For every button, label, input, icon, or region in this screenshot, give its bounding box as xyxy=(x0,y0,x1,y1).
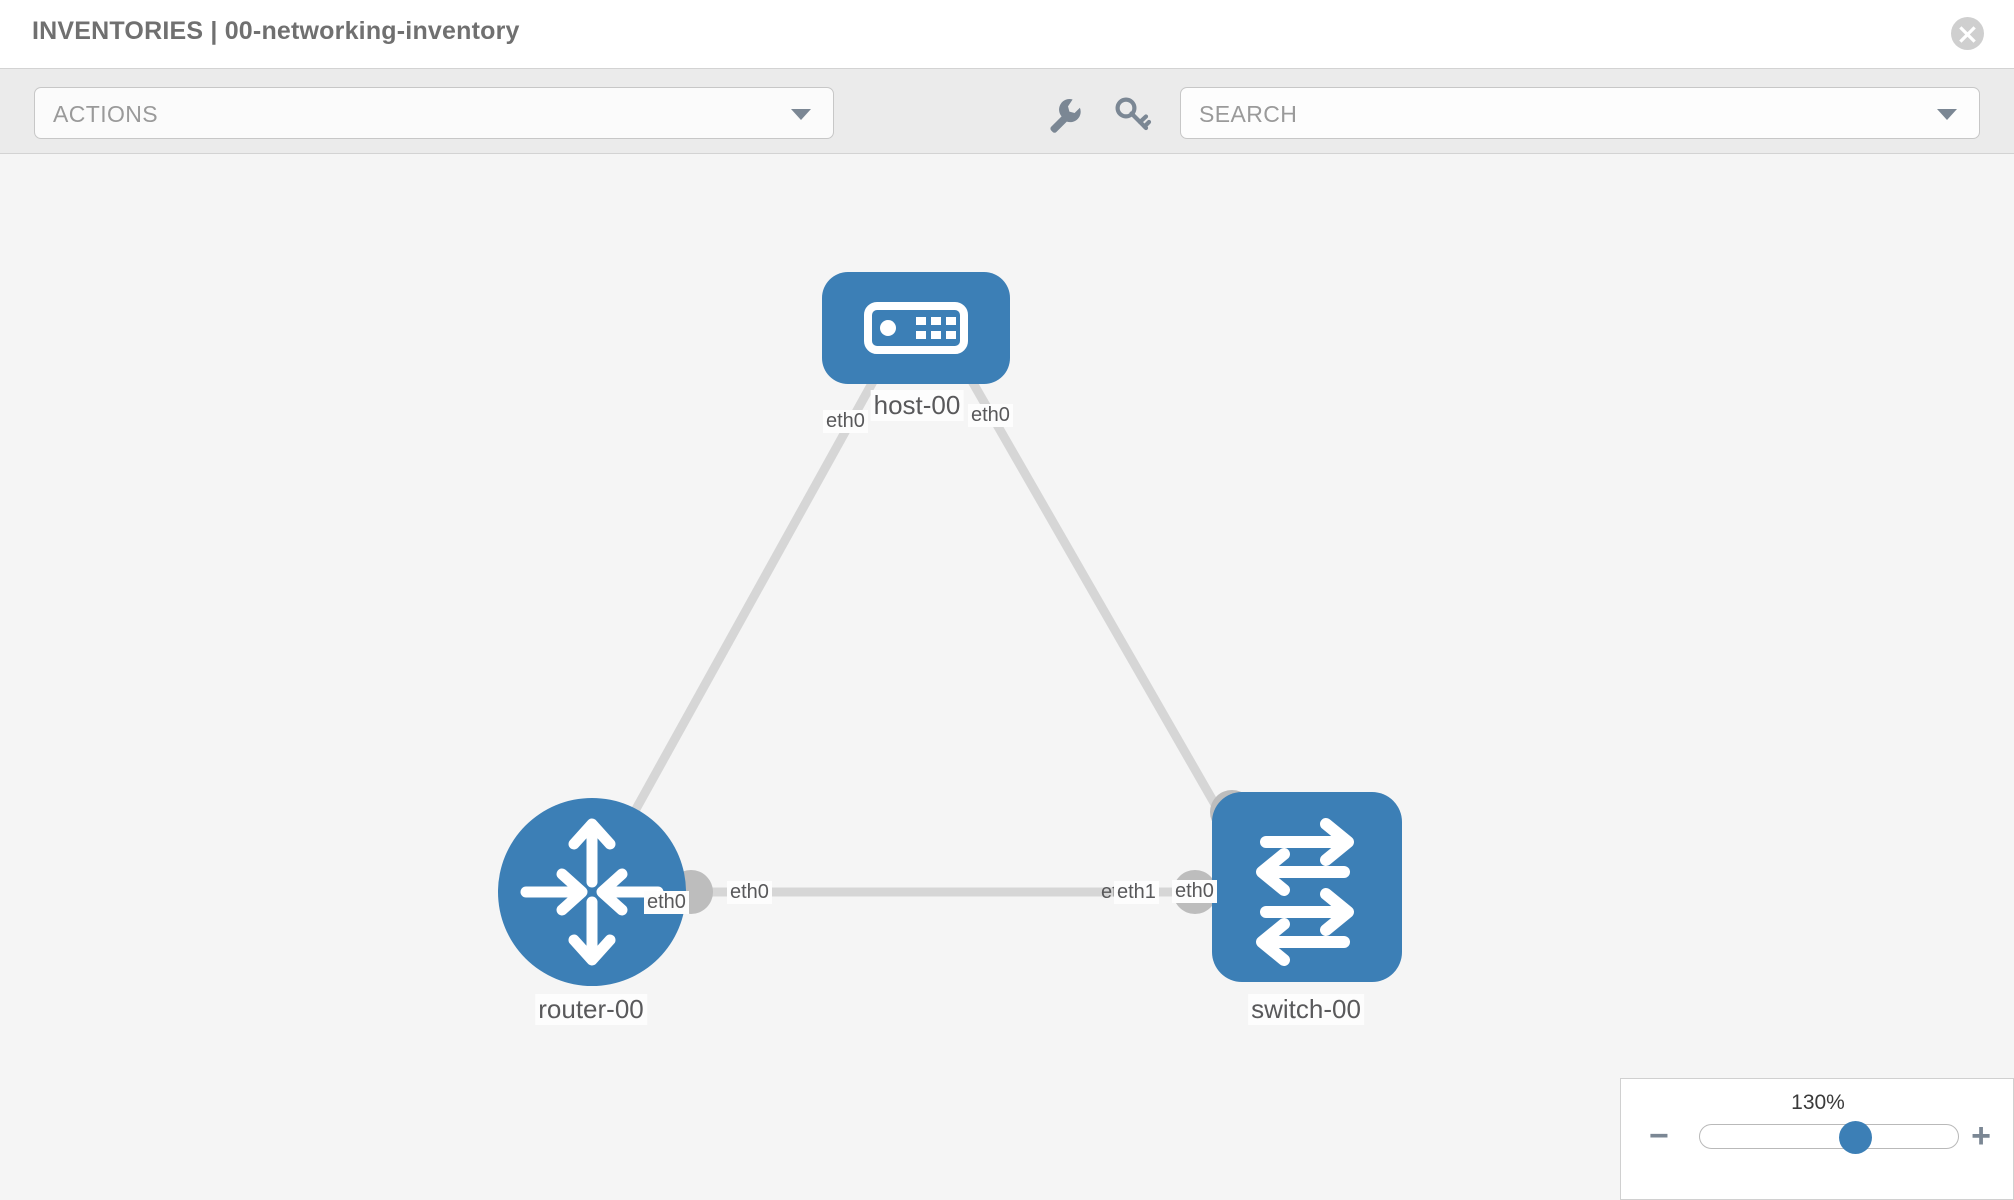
zoom-slider-handle[interactable] xyxy=(1838,1121,1872,1154)
router-arrows-icon xyxy=(520,818,664,966)
node-switch-00[interactable] xyxy=(1212,792,1402,982)
chevron-down-icon xyxy=(791,109,811,120)
close-icon xyxy=(1959,26,1976,43)
page-header: INVENTORIES | 00-networking-inventory xyxy=(0,0,2014,68)
edge-label-host-left: eth0 xyxy=(823,410,868,433)
zoom-out-button[interactable]: − xyxy=(1649,1117,1669,1155)
zoom-in-button[interactable]: + xyxy=(1971,1117,1991,1155)
node-label-switch-00: switch-00 xyxy=(1248,994,1364,1025)
links-layer xyxy=(596,366,1259,897)
node-label-router-00: router-00 xyxy=(535,994,647,1025)
zoom-control-panel: 130% − + xyxy=(1620,1078,2014,1200)
wrench-button[interactable] xyxy=(1042,91,1086,135)
zoom-level-label: 130% xyxy=(1791,1091,1845,1114)
node-label-host-00: host-00 xyxy=(870,390,964,421)
topology-graph xyxy=(498,272,1402,986)
search-chevron-down-icon[interactable] xyxy=(1937,109,1957,120)
link-host-switch[interactable] xyxy=(961,366,1259,877)
topology-canvas[interactable]: eth0 eth0 host-00 eth0 eth0 eth0 eth eth… xyxy=(0,154,2014,1200)
search-placeholder: SEARCH xyxy=(1199,101,1298,127)
node-router-00[interactable] xyxy=(498,798,686,986)
edge-label-switch-up: eth0 xyxy=(1172,880,1217,903)
key-icon xyxy=(1115,97,1152,131)
close-button[interactable] xyxy=(1951,17,1984,50)
edge-label-router-up: eth0 xyxy=(644,891,689,914)
actions-dropdown-label: ACTIONS xyxy=(53,101,159,127)
switch-arrows-icon xyxy=(1256,818,1354,966)
search-input[interactable]: SEARCH xyxy=(1180,87,1980,139)
edge-label-host-right: eth0 xyxy=(968,404,1013,427)
wrench-icon xyxy=(1050,99,1081,133)
edge-label-switch-left: eth1 xyxy=(1114,881,1159,904)
toolbar: ACTIONS SEARCH xyxy=(0,68,2014,154)
page-title: INVENTORIES | 00-networking-inventory xyxy=(32,17,520,45)
link-host-router[interactable] xyxy=(596,366,884,877)
node-host-00[interactable] xyxy=(822,272,1010,384)
server-icon xyxy=(864,302,968,354)
actions-dropdown[interactable]: ACTIONS xyxy=(34,87,834,139)
edge-label-router-right: eth0 xyxy=(727,881,772,904)
zoom-slider-track[interactable] xyxy=(1699,1121,1959,1154)
key-button[interactable] xyxy=(1110,91,1154,135)
